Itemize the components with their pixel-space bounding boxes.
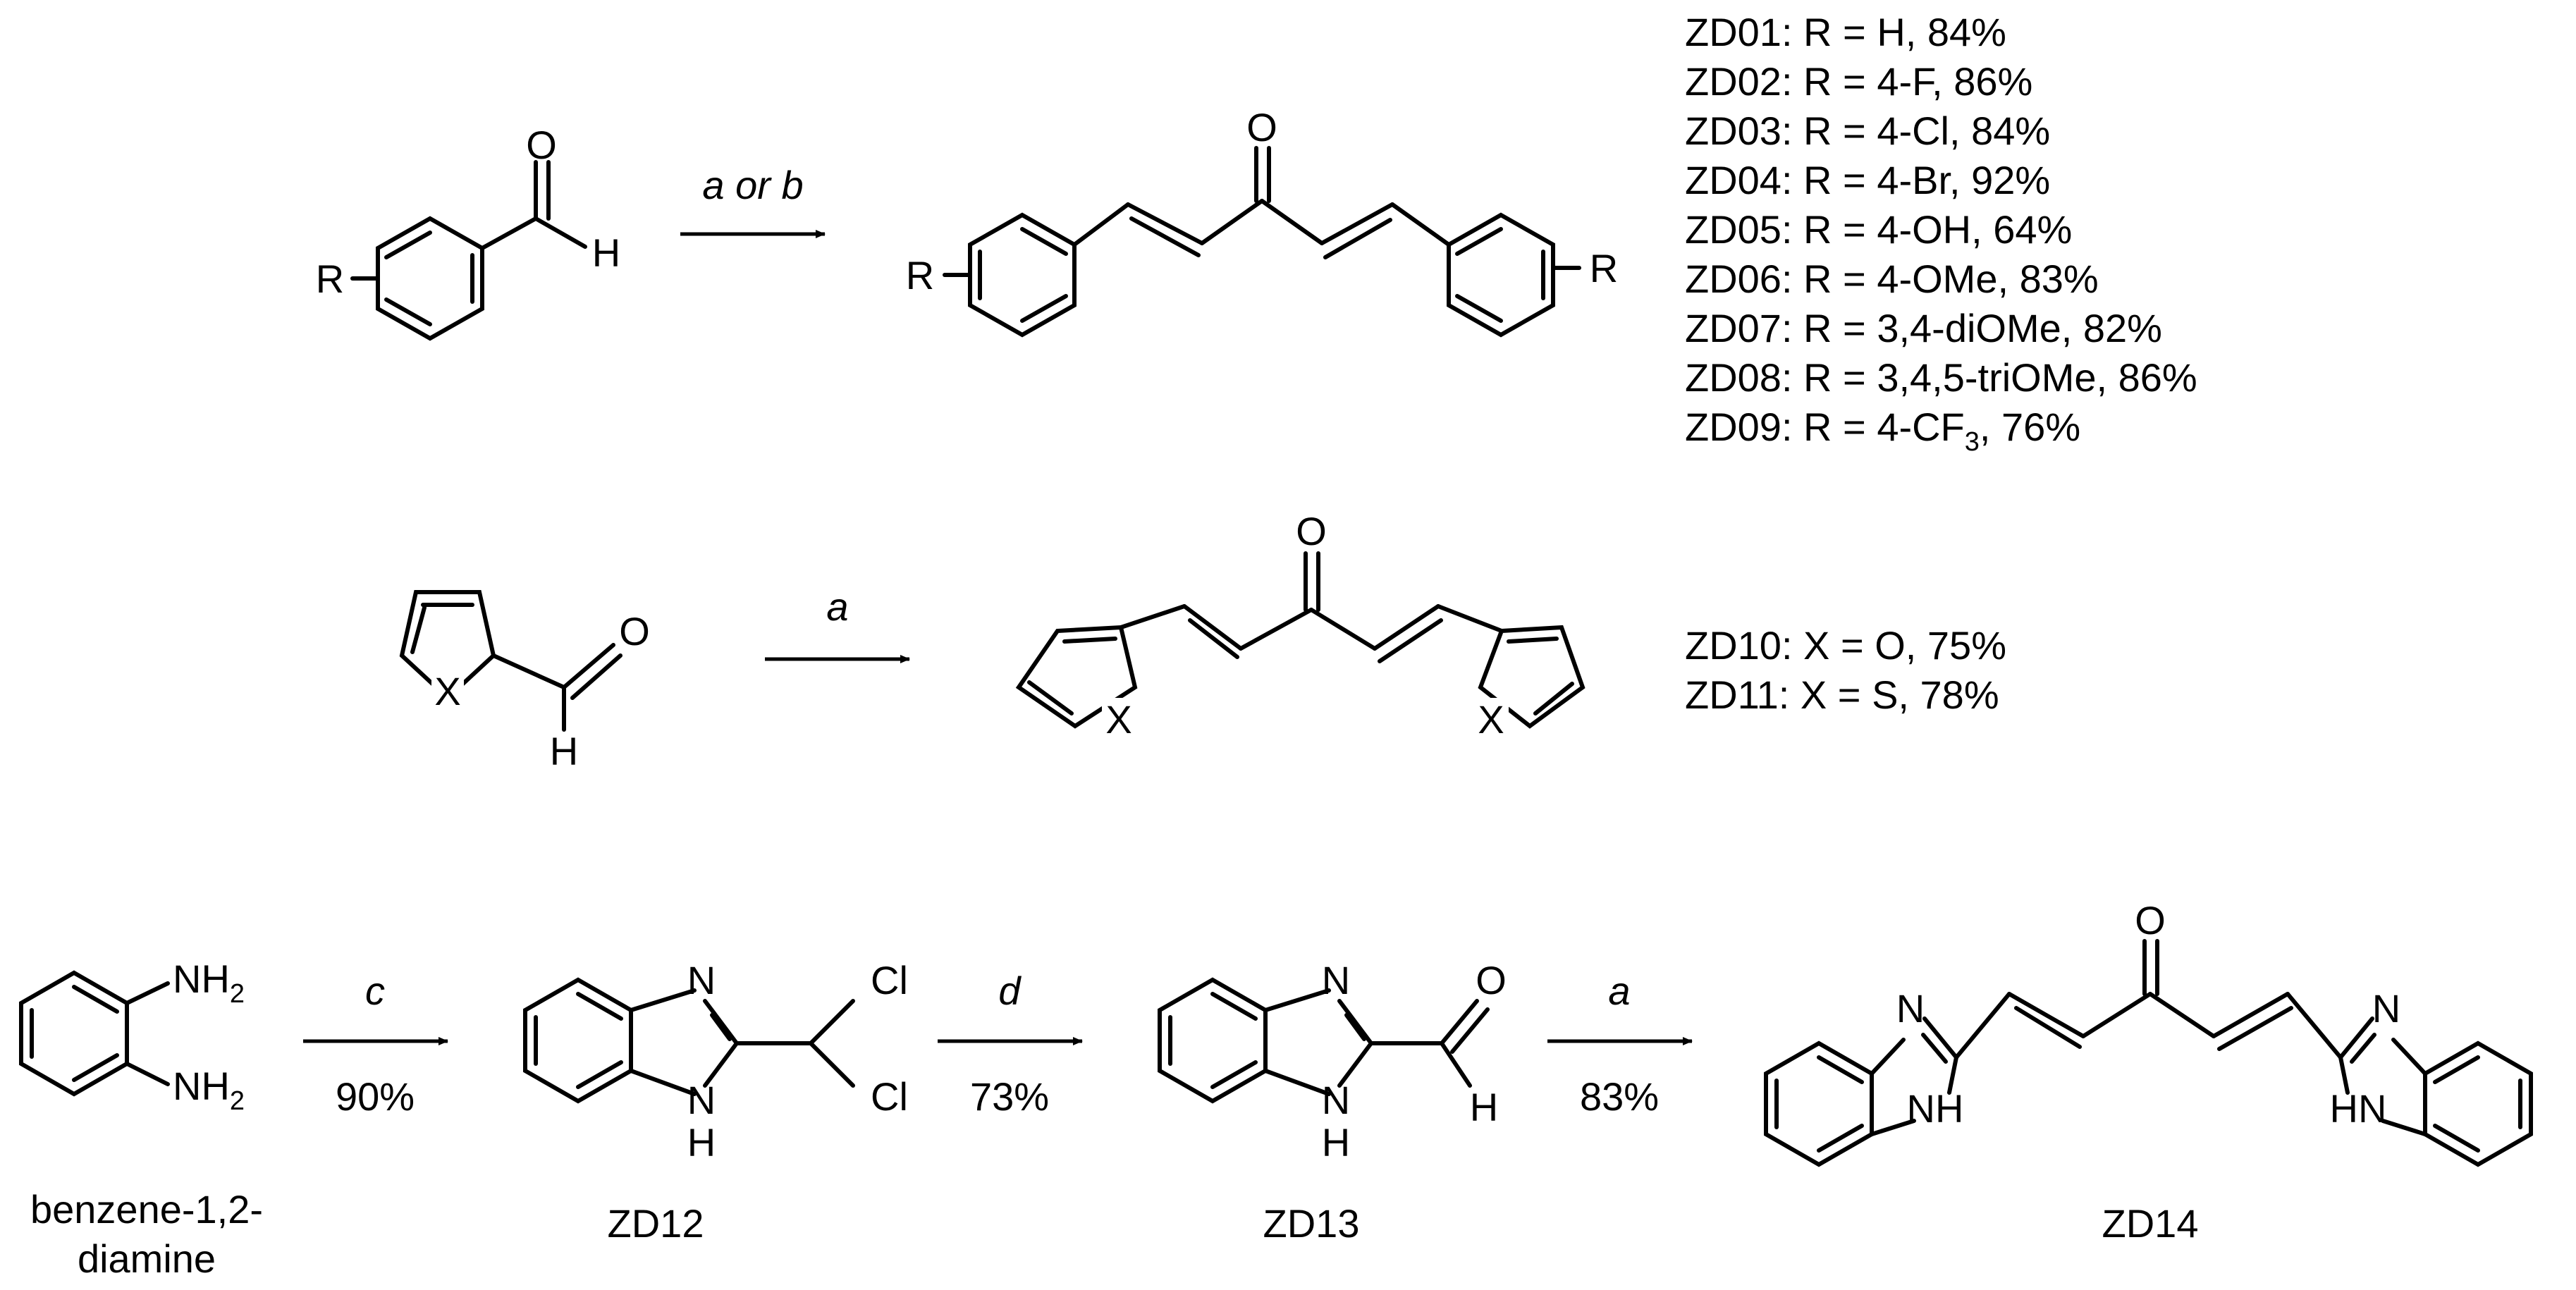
reagent-label: a <box>826 584 848 629</box>
r-substituent: R <box>1590 246 1618 290</box>
compound-name: diamine <box>78 1236 216 1281</box>
yield-label: 83% <box>1580 1074 1659 1119</box>
aldehyde-hydrogen: H <box>550 729 578 773</box>
reagent-label: c <box>365 969 385 1013</box>
compound-entry: ZD03: R = 4-Cl, 84% <box>1685 109 2050 153</box>
compound-entry: ZD11: X = S, 78% <box>1685 672 1999 717</box>
aldehyde-hydrogen: H <box>592 231 620 275</box>
benzene-diamine-structure: NH2 NH2 benzene-1,2- diamine <box>19 957 263 1281</box>
reaction-arrow-5: a 83% <box>1547 969 1693 1119</box>
aldehyde-hydrogen: H <box>1470 1085 1498 1129</box>
bis-aryl-enone-structure: R O R <box>906 105 1618 338</box>
amine-group: NH2 <box>173 957 245 1009</box>
heteroatom-x: X <box>434 669 460 713</box>
compound-entry: ZD05: R = 4-OH, 64% <box>1685 207 2072 252</box>
yield-label: 90% <box>336 1074 415 1119</box>
aldehyde-oxygen: O <box>1476 958 1507 1002</box>
r-substituent: R <box>316 257 344 301</box>
heteroatom-x: X <box>1105 697 1131 742</box>
reaction-arrow-2: a <box>765 584 910 663</box>
reaction-arrow-3: c 90% <box>303 969 448 1119</box>
compound-entry: ZD02: R = 4-F, 86% <box>1685 59 2032 104</box>
compound-entry: ZD04: R = 4-Br, 92% <box>1685 158 2050 202</box>
heteroatom-x: X <box>1478 697 1504 742</box>
zd14-structure: N NH O N HN ZD14 <box>1764 898 2533 1246</box>
zd13-structure: N N H O H ZD13 <box>1158 958 1507 1246</box>
compound-entry: ZD06: R = 4-OMe, 83% <box>1685 257 2099 301</box>
aldehyde-oxygen: O <box>526 123 557 167</box>
imidazole-nh: NH <box>1907 1086 1964 1131</box>
compound-entry: ZD10: X = O, 75% <box>1685 623 2006 668</box>
aldehyde-oxygen: O <box>619 609 650 653</box>
reagent-label: d <box>998 969 1022 1013</box>
compound-label: ZD13 <box>1263 1201 1360 1246</box>
imidazole-nh-h: H <box>687 1120 716 1165</box>
heteroaryl-aldehyde-structure: X O H <box>399 590 650 773</box>
zd12-structure: N N H Cl Cl ZD12 <box>523 958 908 1246</box>
x-series-list: ZD10: X = O, 75% ZD11: X = S, 78% <box>1685 623 2006 717</box>
chlorine-atom: Cl <box>871 1074 908 1119</box>
compound-entry: ZD07: R = 3,4-diOMe, 82% <box>1685 306 2162 350</box>
benzaldehyde-structure: O H R <box>316 123 620 341</box>
compound-entry: ZD08: R = 3,4,5-triOMe, 86% <box>1685 355 2197 400</box>
imidazole-n: N <box>2372 986 2400 1031</box>
chlorine-atom: Cl <box>871 958 908 1002</box>
compound-label: ZD14 <box>2102 1201 2199 1246</box>
amine-group: NH2 <box>173 1064 245 1116</box>
imidazole-nh: HN <box>2330 1086 2387 1131</box>
reagent-label: a <box>1608 969 1630 1013</box>
reaction-arrow-4: d 73% <box>938 969 1083 1119</box>
compound-entry: ZD01: R = H, 84% <box>1685 10 2006 54</box>
ketone-oxygen: O <box>1246 105 1277 149</box>
yield-label: 73% <box>970 1074 1049 1119</box>
imidazole-nh: N <box>687 1078 716 1122</box>
ketone-oxygen: O <box>1296 509 1327 553</box>
imidazole-nh-h: H <box>1322 1120 1350 1165</box>
imidazole-n: N <box>687 958 716 1002</box>
imidazole-n: N <box>1322 958 1350 1002</box>
imidazole-nh: N <box>1322 1078 1350 1122</box>
reaction-arrow-1: a or b <box>680 163 826 238</box>
reagent-label: a or b <box>702 163 803 207</box>
compound-name: benzene-1,2- <box>30 1187 263 1231</box>
ketone-oxygen: O <box>2135 898 2166 942</box>
compound-entry: ZD09: R = 4-CF3, 76% <box>1685 405 2080 457</box>
r-substituent: R <box>906 253 934 297</box>
bis-heteroaryl-enone-structure: X O X <box>1015 509 1586 742</box>
compound-label: ZD12 <box>608 1201 704 1246</box>
r-series-list: ZD01: R = H, 84% ZD02: R = 4-F, 86% ZD03… <box>1685 10 2197 457</box>
imidazole-n: N <box>1896 986 1925 1031</box>
